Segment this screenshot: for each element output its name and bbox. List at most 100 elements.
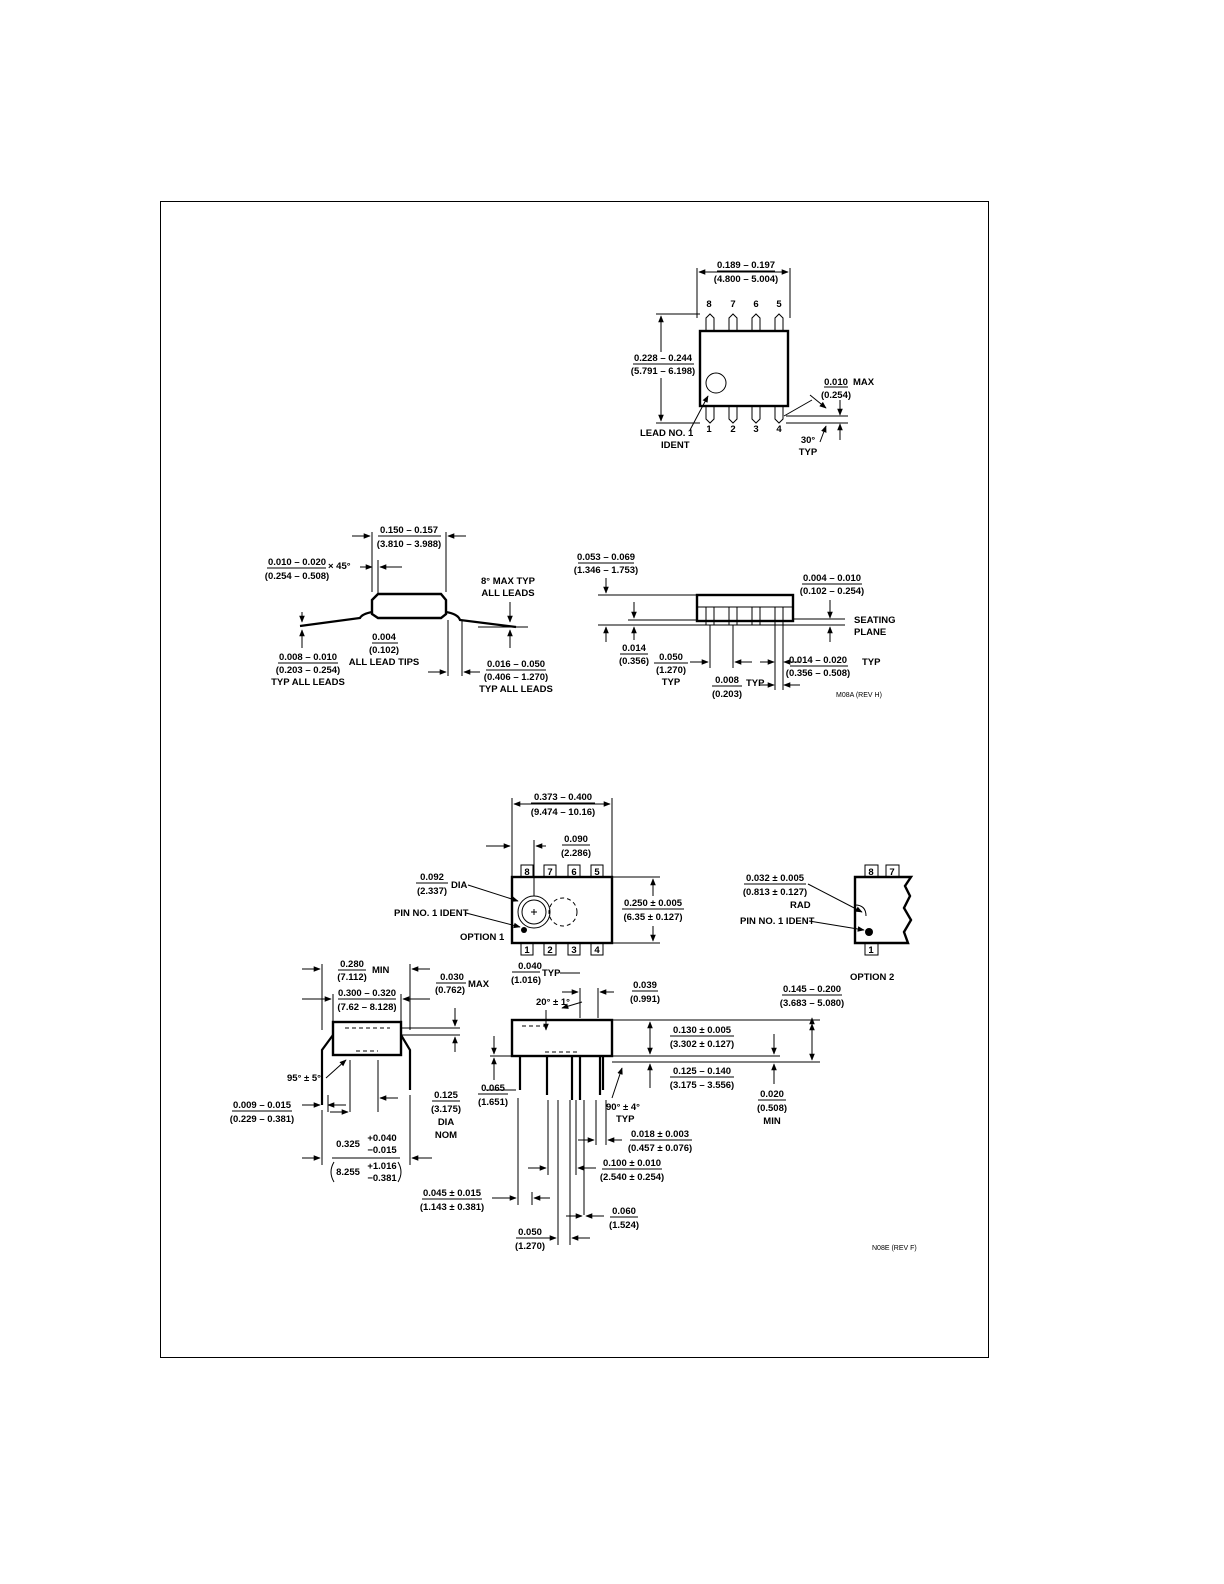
opt2-pin-1: 1 (868, 945, 874, 956)
so8-w8-mm: (0.203) (712, 689, 742, 700)
dip8-d130-mm: (3.302 ± 0.127) (670, 1039, 734, 1050)
so8-8max-1: 8° MAX TYP (481, 576, 536, 587)
dip8-d030-in: 0.030 (440, 972, 464, 983)
so8-8max-2: ALL LEADS (481, 588, 534, 599)
so8-lead-max-in: 0.010 (824, 377, 848, 388)
dip8-top-view: 8 7 6 5 1 2 3 4 0.373 – 0.400 (9.474 – 1… (394, 792, 684, 986)
dip8-ang20: 20° ± 1° (536, 997, 570, 1008)
so8-end-view: 0.150 – 0.157 (3.810 – 3.988) 0.010 – 0.… (265, 525, 553, 695)
dip8-d8255-plus: +1.016 (367, 1161, 396, 1172)
so8-pitch-typ: TYP (662, 677, 681, 688)
dip8-d090-in: 0.090 (564, 834, 588, 845)
so8-tips-mm: (0.102) (369, 645, 399, 656)
so8-pin-5: 5 (776, 299, 782, 310)
dip8-w250-in: 0.250 ± 0.005 (624, 898, 683, 909)
so8-angle-typ: TYP (799, 447, 818, 458)
so8-pitch-mm: (1.270) (656, 665, 686, 676)
so8-stand-in: 0.004 – 0.010 (803, 573, 861, 584)
dip8-d018-in: 0.018 ± 0.003 (631, 1129, 689, 1140)
dip8-d060-mm: (1.524) (609, 1220, 639, 1231)
so8-lw-typ: TYP (862, 657, 881, 668)
dip8-d325-plus: +0.040 (367, 1133, 396, 1144)
dip8-d280-min: MIN (372, 965, 390, 976)
dip8-d0125-nom: NOM (435, 1130, 457, 1141)
opt2-label: OPTION 2 (850, 972, 894, 983)
dip8-top-pins (520, 864, 604, 956)
dip8-option2: 8 7 1 0.032 ± 0.005 (0.813 ± 0.127) RAD … (740, 864, 914, 983)
so8-lw-mm: (0.356 – 0.508) (786, 668, 850, 679)
dip8-d060-in: 0.060 (612, 1206, 636, 1217)
so8-leadt-label: TYP ALL LEADS (271, 677, 345, 688)
dip8-d039-mm: (0.991) (630, 994, 660, 1005)
so8-lead-ident-1: LEAD NO. 1 (640, 428, 694, 439)
dip8-d030-max: MAX (468, 979, 490, 990)
dip8-side-view: 20° ± 1° 0.039 (0.991) 0.065 (1.651) 0.1… (420, 980, 917, 1252)
so8-pitch-in: 0.050 (659, 652, 683, 663)
dip8-d0125-mm: (3.175) (431, 1104, 461, 1115)
dip8-d020-in: 0.020 (760, 1089, 784, 1100)
so8-chamfer-mm: (0.254 – 0.508) (265, 571, 329, 582)
dip8-len-mm: (9.474 – 10.16) (531, 807, 595, 818)
so8-lead-max-mm: (0.254) (821, 390, 851, 401)
dip8-d300-in: 0.300 – 0.320 (338, 988, 396, 999)
dip8-d325-base: 0.325 (336, 1139, 360, 1150)
so8-angle: 30° (801, 435, 816, 446)
dip8-dia-mm: (2.337) (417, 886, 447, 897)
dip8-pin-4: 4 (594, 945, 600, 956)
so8-lead-max-word: MAX (853, 377, 875, 388)
so8-height-mm: (5.791 – 6.198) (631, 366, 695, 377)
dip8-option1: OPTION 1 (460, 932, 505, 943)
so8-pin1-circle (705, 372, 727, 394)
so8-lead14-mm: (0.356) (619, 656, 649, 667)
dip8-dia-in: 0.092 (420, 872, 444, 883)
dip8-d145-mm: (3.683 – 5.080) (780, 998, 844, 1009)
so8-leadt-in: 0.008 – 0.010 (279, 652, 337, 663)
dip8-d045-in: 0.045 ± 0.015 (423, 1188, 482, 1199)
opt2-rad-in: 0.032 ± 0.005 (746, 873, 805, 884)
so8-width-mm: (4.800 – 5.004) (714, 274, 778, 285)
so8-side-body (695, 593, 795, 623)
dip8-d280-mm: (7.112) (337, 972, 367, 983)
dip8-d009-mm: (0.229 – 0.381) (230, 1114, 294, 1125)
so8-pin-7: 7 (730, 299, 735, 310)
so8-w8-typ: TYP (746, 678, 765, 689)
dip8-pin-1: 1 (524, 945, 530, 956)
so8-body-mm: (3.810 – 3.988) (377, 539, 441, 550)
dip8-pin-3: 3 (571, 945, 576, 956)
dip8-d040-in: 0.040 (518, 961, 542, 972)
dip8-d325-minus: −0.015 (367, 1145, 397, 1156)
so8-pin-6: 6 (753, 299, 758, 310)
drawing-frame (160, 201, 989, 1358)
so8-stand-mm: (0.102 – 0.254) (800, 586, 864, 597)
dip8-d130-in: 0.130 ± 0.005 (673, 1025, 732, 1036)
so8-tips-label: ALL LEAD TIPS (349, 657, 420, 668)
so8-top-view: 8 7 6 5 1 2 3 4 0.189 – 0.197 (4.800 – 5… (631, 260, 875, 458)
dip8-d125-in: 0.125 – 0.140 (673, 1066, 731, 1077)
dip8-ang90-typ: TYP (616, 1114, 635, 1125)
dip8-d045-mm: (1.143 ± 0.381) (420, 1202, 484, 1213)
dip8-d280-in: 0.280 (340, 959, 364, 970)
dip8-dia-word: DIA (451, 880, 468, 891)
so8-ht-in: 0.053 – 0.069 (577, 552, 635, 563)
opt2-pin-8: 8 (868, 867, 873, 878)
dip8-d040-mm: (1.016) (511, 975, 541, 986)
dip8-d100-in: 0.100 ± 0.010 (603, 1158, 661, 1169)
dip8-d0125-dia: DIA (438, 1117, 455, 1128)
dip8-pin1-ident: PIN NO. 1 IDENT (394, 908, 469, 919)
dip8-d8255-base: 8.255 (336, 1167, 360, 1178)
so8-body-in: 0.150 – 0.157 (380, 525, 438, 536)
dip8-pin-2: 2 (547, 945, 552, 956)
opt2-pin-7: 7 (889, 867, 894, 878)
dip8-side-pins (518, 1056, 605, 1100)
opt2-pin1-ident: PIN NO. 1 IDENT (740, 916, 815, 927)
so8-pin-2: 2 (730, 424, 735, 435)
dip8-ang95: 95° ± 5° (287, 1073, 321, 1084)
dip8-d009-in: 0.009 – 0.015 (233, 1100, 292, 1111)
dip8-pin-7: 7 (547, 867, 552, 878)
dip8-w250-mm: (6.35 ± 0.127) (623, 912, 682, 923)
so8-foot-label: TYP ALL LEADS (479, 684, 553, 695)
so8-pin-8: 8 (706, 299, 711, 310)
dip8-d125-mm: (3.175 – 3.556) (670, 1080, 734, 1091)
dip8-d065-in: 0.065 (481, 1083, 505, 1094)
so8-seating-1: SEATING (854, 615, 896, 626)
